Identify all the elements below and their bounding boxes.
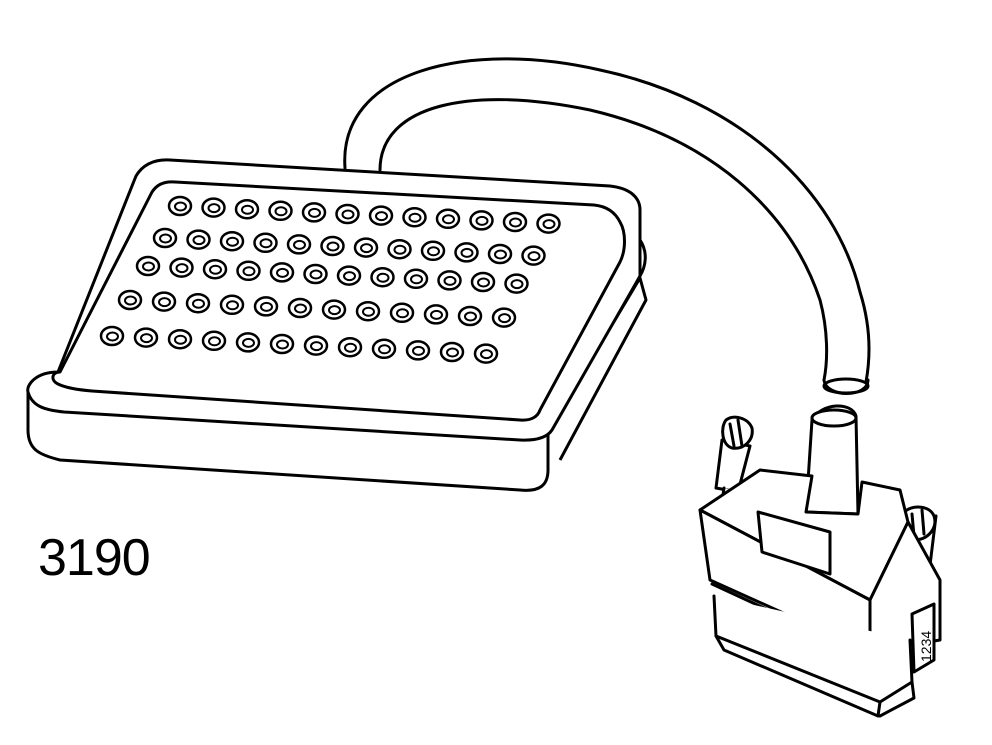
dsub-lip bbox=[714, 634, 882, 718]
socket bbox=[152, 227, 178, 249]
socket bbox=[269, 333, 295, 355]
socket-array bbox=[99, 195, 561, 364]
socket bbox=[536, 213, 561, 234]
dsub-connector bbox=[698, 404, 942, 718]
socket bbox=[269, 262, 295, 283]
socket bbox=[371, 338, 397, 360]
socket bbox=[135, 255, 161, 277]
socket bbox=[287, 297, 313, 319]
socket bbox=[439, 341, 465, 363]
socket bbox=[473, 343, 499, 364]
socket bbox=[353, 237, 379, 258]
socket bbox=[491, 307, 517, 328]
socket bbox=[236, 260, 261, 282]
label-window bbox=[756, 510, 832, 576]
dsub-lip-side bbox=[878, 680, 916, 718]
socket bbox=[502, 211, 528, 233]
socket bbox=[402, 206, 427, 228]
socket bbox=[403, 268, 429, 290]
socket bbox=[321, 299, 347, 320]
cable-stub-end bbox=[810, 408, 858, 428]
socket bbox=[405, 340, 431, 361]
socket bbox=[355, 300, 381, 322]
marking-panel bbox=[910, 602, 936, 674]
socket bbox=[167, 195, 193, 217]
socket bbox=[133, 327, 159, 348]
socket bbox=[335, 203, 360, 225]
socket bbox=[99, 325, 125, 347]
socket bbox=[457, 305, 483, 327]
socket bbox=[151, 291, 177, 312]
socket bbox=[435, 208, 461, 230]
socket bbox=[521, 245, 546, 266]
socket bbox=[186, 229, 211, 250]
socket bbox=[470, 271, 496, 293]
socket bbox=[389, 302, 415, 324]
socket bbox=[167, 328, 193, 350]
part-number-label: 3190 bbox=[38, 529, 151, 587]
socket bbox=[234, 198, 260, 220]
socket bbox=[420, 240, 446, 262]
socket bbox=[219, 230, 245, 252]
socket bbox=[202, 258, 228, 280]
socket bbox=[286, 234, 312, 255]
connector-marking-text: 1234 bbox=[918, 631, 934, 662]
socket bbox=[368, 205, 394, 226]
socket bbox=[253, 296, 279, 317]
socket bbox=[253, 232, 278, 254]
box-top-inner bbox=[51, 180, 626, 422]
socket bbox=[437, 270, 462, 291]
socket bbox=[117, 289, 143, 311]
cable bbox=[343, 57, 871, 395]
socket bbox=[487, 243, 513, 265]
cable-outer-edge bbox=[343, 57, 871, 384]
socket bbox=[201, 330, 227, 352]
socket bbox=[303, 263, 328, 285]
socket bbox=[169, 257, 194, 278]
socket bbox=[454, 242, 479, 263]
socket bbox=[387, 238, 412, 260]
socket bbox=[320, 235, 345, 257]
socket bbox=[336, 265, 362, 286]
socket bbox=[303, 335, 329, 356]
socket bbox=[370, 266, 395, 288]
socket bbox=[219, 294, 245, 316]
socket bbox=[201, 197, 226, 218]
cable-inner-edge bbox=[378, 98, 829, 382]
socket bbox=[469, 210, 494, 231]
socket bbox=[301, 202, 327, 223]
socket bbox=[185, 292, 211, 314]
socket bbox=[504, 273, 529, 294]
socket bbox=[337, 336, 363, 358]
cable-cut-face bbox=[822, 377, 870, 395]
socket bbox=[235, 332, 261, 353]
socket bbox=[423, 304, 449, 325]
socket bbox=[268, 200, 293, 222]
